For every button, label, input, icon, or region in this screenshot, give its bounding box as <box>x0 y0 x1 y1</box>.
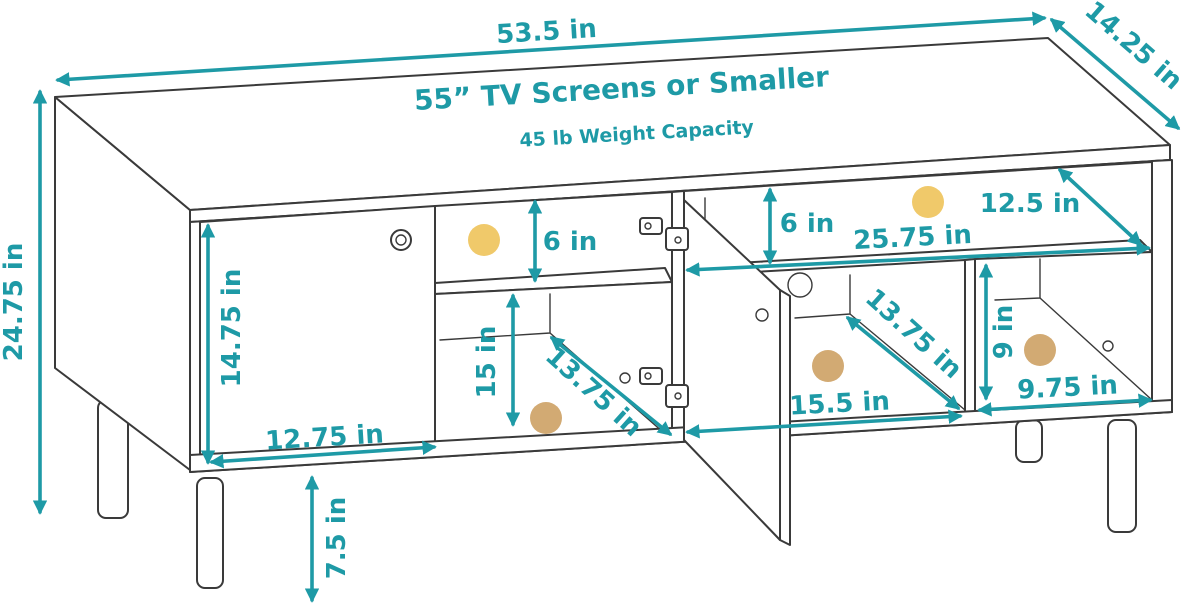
right-lower-divider <box>964 258 976 413</box>
label-right-lower-width: 9.75 in <box>1017 370 1119 405</box>
arrow-left-cabinet-width <box>209 440 437 469</box>
dot-right-lower <box>1024 334 1056 366</box>
label-left-lower-height: 15 in <box>472 326 502 399</box>
right-side-panel <box>1151 159 1173 414</box>
open-door-knob <box>755 308 769 322</box>
dot-left-upper <box>468 224 500 256</box>
hinge-upper <box>639 217 689 251</box>
dimension-arrows <box>32 11 1181 603</box>
label-right-upper-height: 6 in <box>780 209 835 239</box>
front-left-leg <box>196 477 224 589</box>
label-left-upper-height: 6 in <box>543 227 598 257</box>
label-overall-width: 53.5 in <box>495 14 597 50</box>
label-left-door-height: 14.75 in <box>217 269 247 388</box>
right-lower-hole <box>1102 340 1114 352</box>
arrow-overall-depth <box>1049 18 1181 130</box>
open-door-edge <box>779 289 791 546</box>
right-lower-floor-edge <box>1039 297 1153 401</box>
label-center-lower-width: 15.5 in <box>789 386 891 421</box>
label-overall-height: 24.75 in <box>0 243 29 362</box>
label-right-lower-height: 9 in <box>989 305 1019 360</box>
dot-right-upper <box>912 186 944 218</box>
label-left-cabinet-width: 12.75 in <box>264 419 384 456</box>
front-right-leg <box>1107 419 1137 533</box>
label-right-upper-depth: 12.5 in <box>980 189 1081 219</box>
arrow-center-lower-width <box>685 409 963 439</box>
arrow-overall-width <box>55 11 1047 87</box>
dot-center-lower <box>812 350 844 382</box>
left-door-knob-inner <box>395 234 407 246</box>
arrow-left-lower-depth <box>549 336 673 436</box>
dot-left-lower <box>530 402 562 434</box>
arrow-right-upper-depth <box>1057 168 1143 246</box>
arrow-right-upper-width <box>685 241 1151 277</box>
arrow-center-lower-depth <box>845 316 961 410</box>
label-right-upper-width: 25.75 in <box>853 220 973 256</box>
back-right-leg <box>1015 419 1043 463</box>
label-leg-height: 7.5 in <box>322 497 352 580</box>
left-door-knob <box>390 229 412 251</box>
arrow-right-lower-width <box>977 393 1153 417</box>
